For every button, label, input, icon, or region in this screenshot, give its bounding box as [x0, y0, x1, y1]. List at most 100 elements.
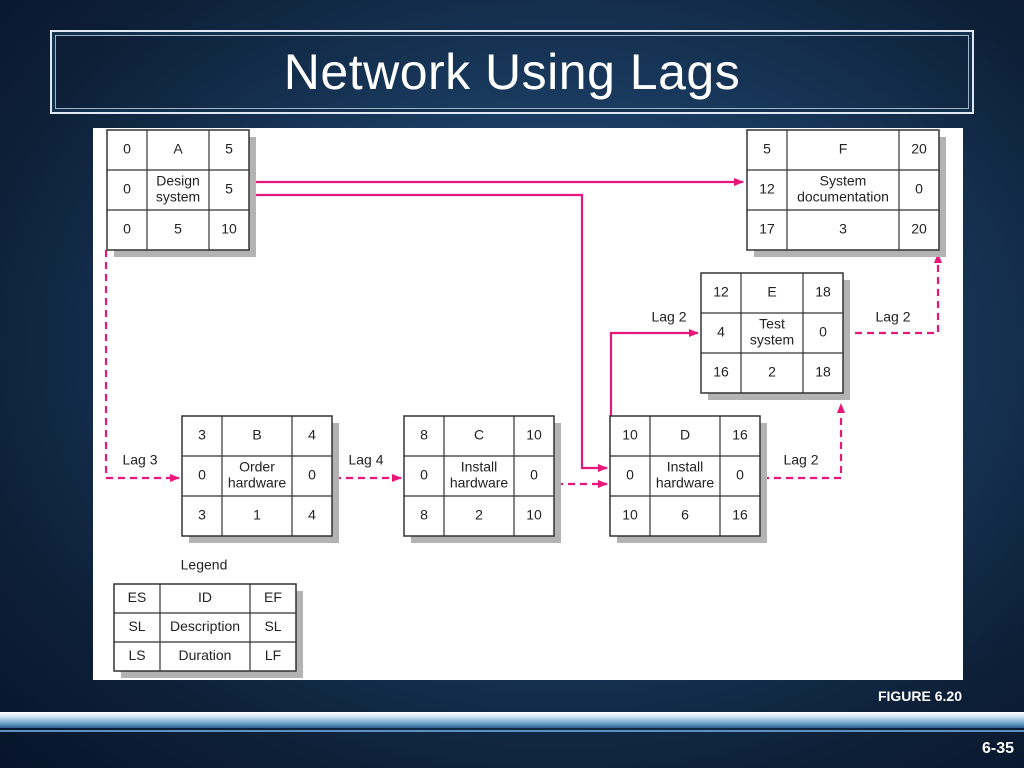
- node-a-cell: 5: [174, 221, 182, 237]
- node-e-cell: 12: [713, 284, 729, 300]
- node-a-cell: 5: [225, 181, 233, 197]
- arrow-e-to-f: [843, 253, 942, 335]
- node-c-cell: C: [474, 427, 484, 443]
- node-d-cell: 16: [732, 507, 748, 523]
- node-e-cell: 0: [819, 324, 827, 340]
- node-f-cell: 3: [839, 221, 847, 237]
- node-b-cell: 4: [308, 427, 316, 443]
- node-c-cell: 2: [475, 507, 483, 523]
- node-c-cell: 0: [530, 467, 538, 483]
- legend-box-frame: [113, 583, 297, 672]
- arrow-a-to-d: [249, 193, 608, 472]
- arrow-a-to-b: [104, 250, 180, 482]
- arrow-d-to-e: [609, 329, 699, 416]
- figure-label: FIGURE 6.20: [877, 688, 962, 704]
- node-e-cell: 18: [815, 284, 831, 300]
- node-e-frame: [700, 272, 844, 394]
- node-c-cell: 10: [526, 427, 542, 443]
- node-b-cell: 1: [253, 507, 261, 523]
- node-e-desc-line: system: [750, 332, 794, 348]
- node-e-cell: 18: [815, 364, 831, 380]
- lag-label-b-c: Lag 4: [348, 452, 383, 468]
- node-c-cell: 8: [420, 427, 428, 443]
- node-c-cell: 8: [420, 507, 428, 523]
- node-f-cell: 5: [763, 141, 771, 157]
- node-e-cell: 16: [713, 364, 729, 380]
- arrow-d-to-e-lag: [762, 403, 845, 480]
- node-b-cell: B: [252, 427, 261, 443]
- node-c-desc-line: hardware: [450, 475, 509, 491]
- legend-box-cell: EF: [264, 589, 282, 605]
- node-a-cell: 0: [123, 181, 131, 197]
- footer-bar: [0, 712, 1024, 728]
- arrows-layer: [104, 178, 942, 488]
- labels-layer: Lag 3 Lag 4 Lag 2 Lag 2 Lag 2: [122, 309, 910, 468]
- node-f-desc-line: documentation: [797, 189, 889, 205]
- node-b-frame: [181, 415, 333, 537]
- legend-box-cell: SL: [264, 618, 281, 634]
- node-d-cell: D: [680, 427, 690, 443]
- lag-label-d-after: Lag 2: [783, 452, 818, 468]
- node-e-cell: 2: [768, 364, 776, 380]
- node-f-cell: 12: [759, 181, 775, 197]
- node-d-cell: 10: [622, 507, 638, 523]
- page-number: 6-35: [981, 740, 1014, 757]
- lag-label-a-b: Lag 3: [122, 452, 157, 468]
- node-c-desc-line: Install: [461, 459, 498, 475]
- node-d-desc-line: Install: [667, 459, 704, 475]
- legend-title: Legend: [181, 557, 228, 573]
- node-a-cell: 5: [225, 141, 233, 157]
- legend-box-cell: SL: [128, 618, 145, 634]
- node-b-desc-line: Order: [239, 459, 275, 475]
- node-e-desc-line: Test: [759, 316, 785, 332]
- node-c-cell: 0: [420, 467, 428, 483]
- node-f-cell: 20: [911, 141, 927, 157]
- legend-box-cell: LS: [128, 647, 145, 663]
- node-a-desc-line: Design: [156, 173, 200, 189]
- legend-box-cell: ES: [128, 589, 147, 605]
- node-b-desc-line: hardware: [228, 475, 287, 491]
- node-d-desc-line: hardware: [656, 475, 715, 491]
- lag-label-d-e: Lag 2: [651, 309, 686, 325]
- node-e-cell: 4: [717, 324, 725, 340]
- node-c-frame: [403, 415, 555, 537]
- node-f-cell: 20: [911, 221, 927, 237]
- legend-box-cell: LF: [265, 647, 281, 663]
- lag-label-e-f: Lag 2: [875, 309, 910, 325]
- node-a-cell: A: [173, 141, 183, 157]
- node-f-desc-line: System: [820, 173, 867, 189]
- node-d-cell: 10: [622, 427, 638, 443]
- node-c-cell: 10: [526, 507, 542, 523]
- legend-box-cell: ID: [198, 589, 212, 605]
- node-a-cell: 0: [123, 221, 131, 237]
- node-b-cell: 0: [198, 467, 206, 483]
- node-f-cell: F: [839, 141, 848, 157]
- node-b-cell: 3: [198, 507, 206, 523]
- node-a-desc-line: system: [156, 189, 200, 205]
- slide-title: Network Using Lags: [283, 44, 741, 100]
- node-a-cell: 0: [123, 141, 131, 157]
- node-b-cell: 0: [308, 467, 316, 483]
- node-e-cell: E: [767, 284, 776, 300]
- title-frame: Network Using Lags: [50, 30, 974, 114]
- node-b-cell: 3: [198, 427, 206, 443]
- node-f-cell: 0: [915, 181, 923, 197]
- node-a-cell: 10: [221, 221, 237, 237]
- node-d-cell: 0: [736, 467, 744, 483]
- legend-box-cell: Duration: [179, 647, 232, 663]
- node-d-cell: 0: [626, 467, 634, 483]
- node-d-cell: 16: [732, 427, 748, 443]
- node-d-cell: 6: [681, 507, 689, 523]
- footer-line: [0, 730, 1024, 732]
- node-b-cell: 4: [308, 507, 316, 523]
